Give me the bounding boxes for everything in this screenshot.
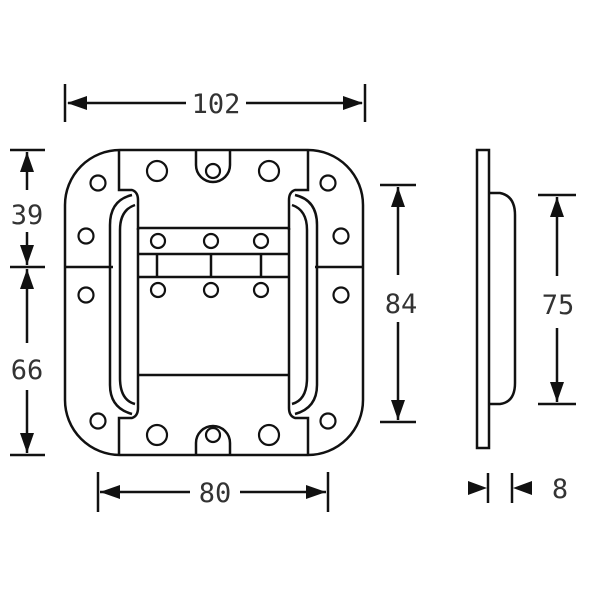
side-view xyxy=(475,148,517,450)
top-height-label: 39 xyxy=(11,200,44,231)
dimension-overall-width: 102 xyxy=(63,84,367,122)
front-view xyxy=(63,148,365,457)
inner-width-label: 80 xyxy=(199,478,232,509)
dimension-plate-height: 84 xyxy=(380,183,418,424)
dimension-pan-height: 75 xyxy=(538,193,576,406)
mounting-plate-outline xyxy=(63,148,365,457)
dimension-depth: 8 xyxy=(468,473,568,505)
plate-height-label: 84 xyxy=(385,289,418,320)
dimension-inner-width: 80 xyxy=(96,472,330,512)
overall-width-label: 102 xyxy=(192,89,241,120)
bottom-height-label: 66 xyxy=(11,355,44,386)
depth-label: 8 xyxy=(552,474,568,505)
pan-height-label: 75 xyxy=(542,290,575,321)
dimension-left-heights: 39 66 xyxy=(10,148,45,457)
